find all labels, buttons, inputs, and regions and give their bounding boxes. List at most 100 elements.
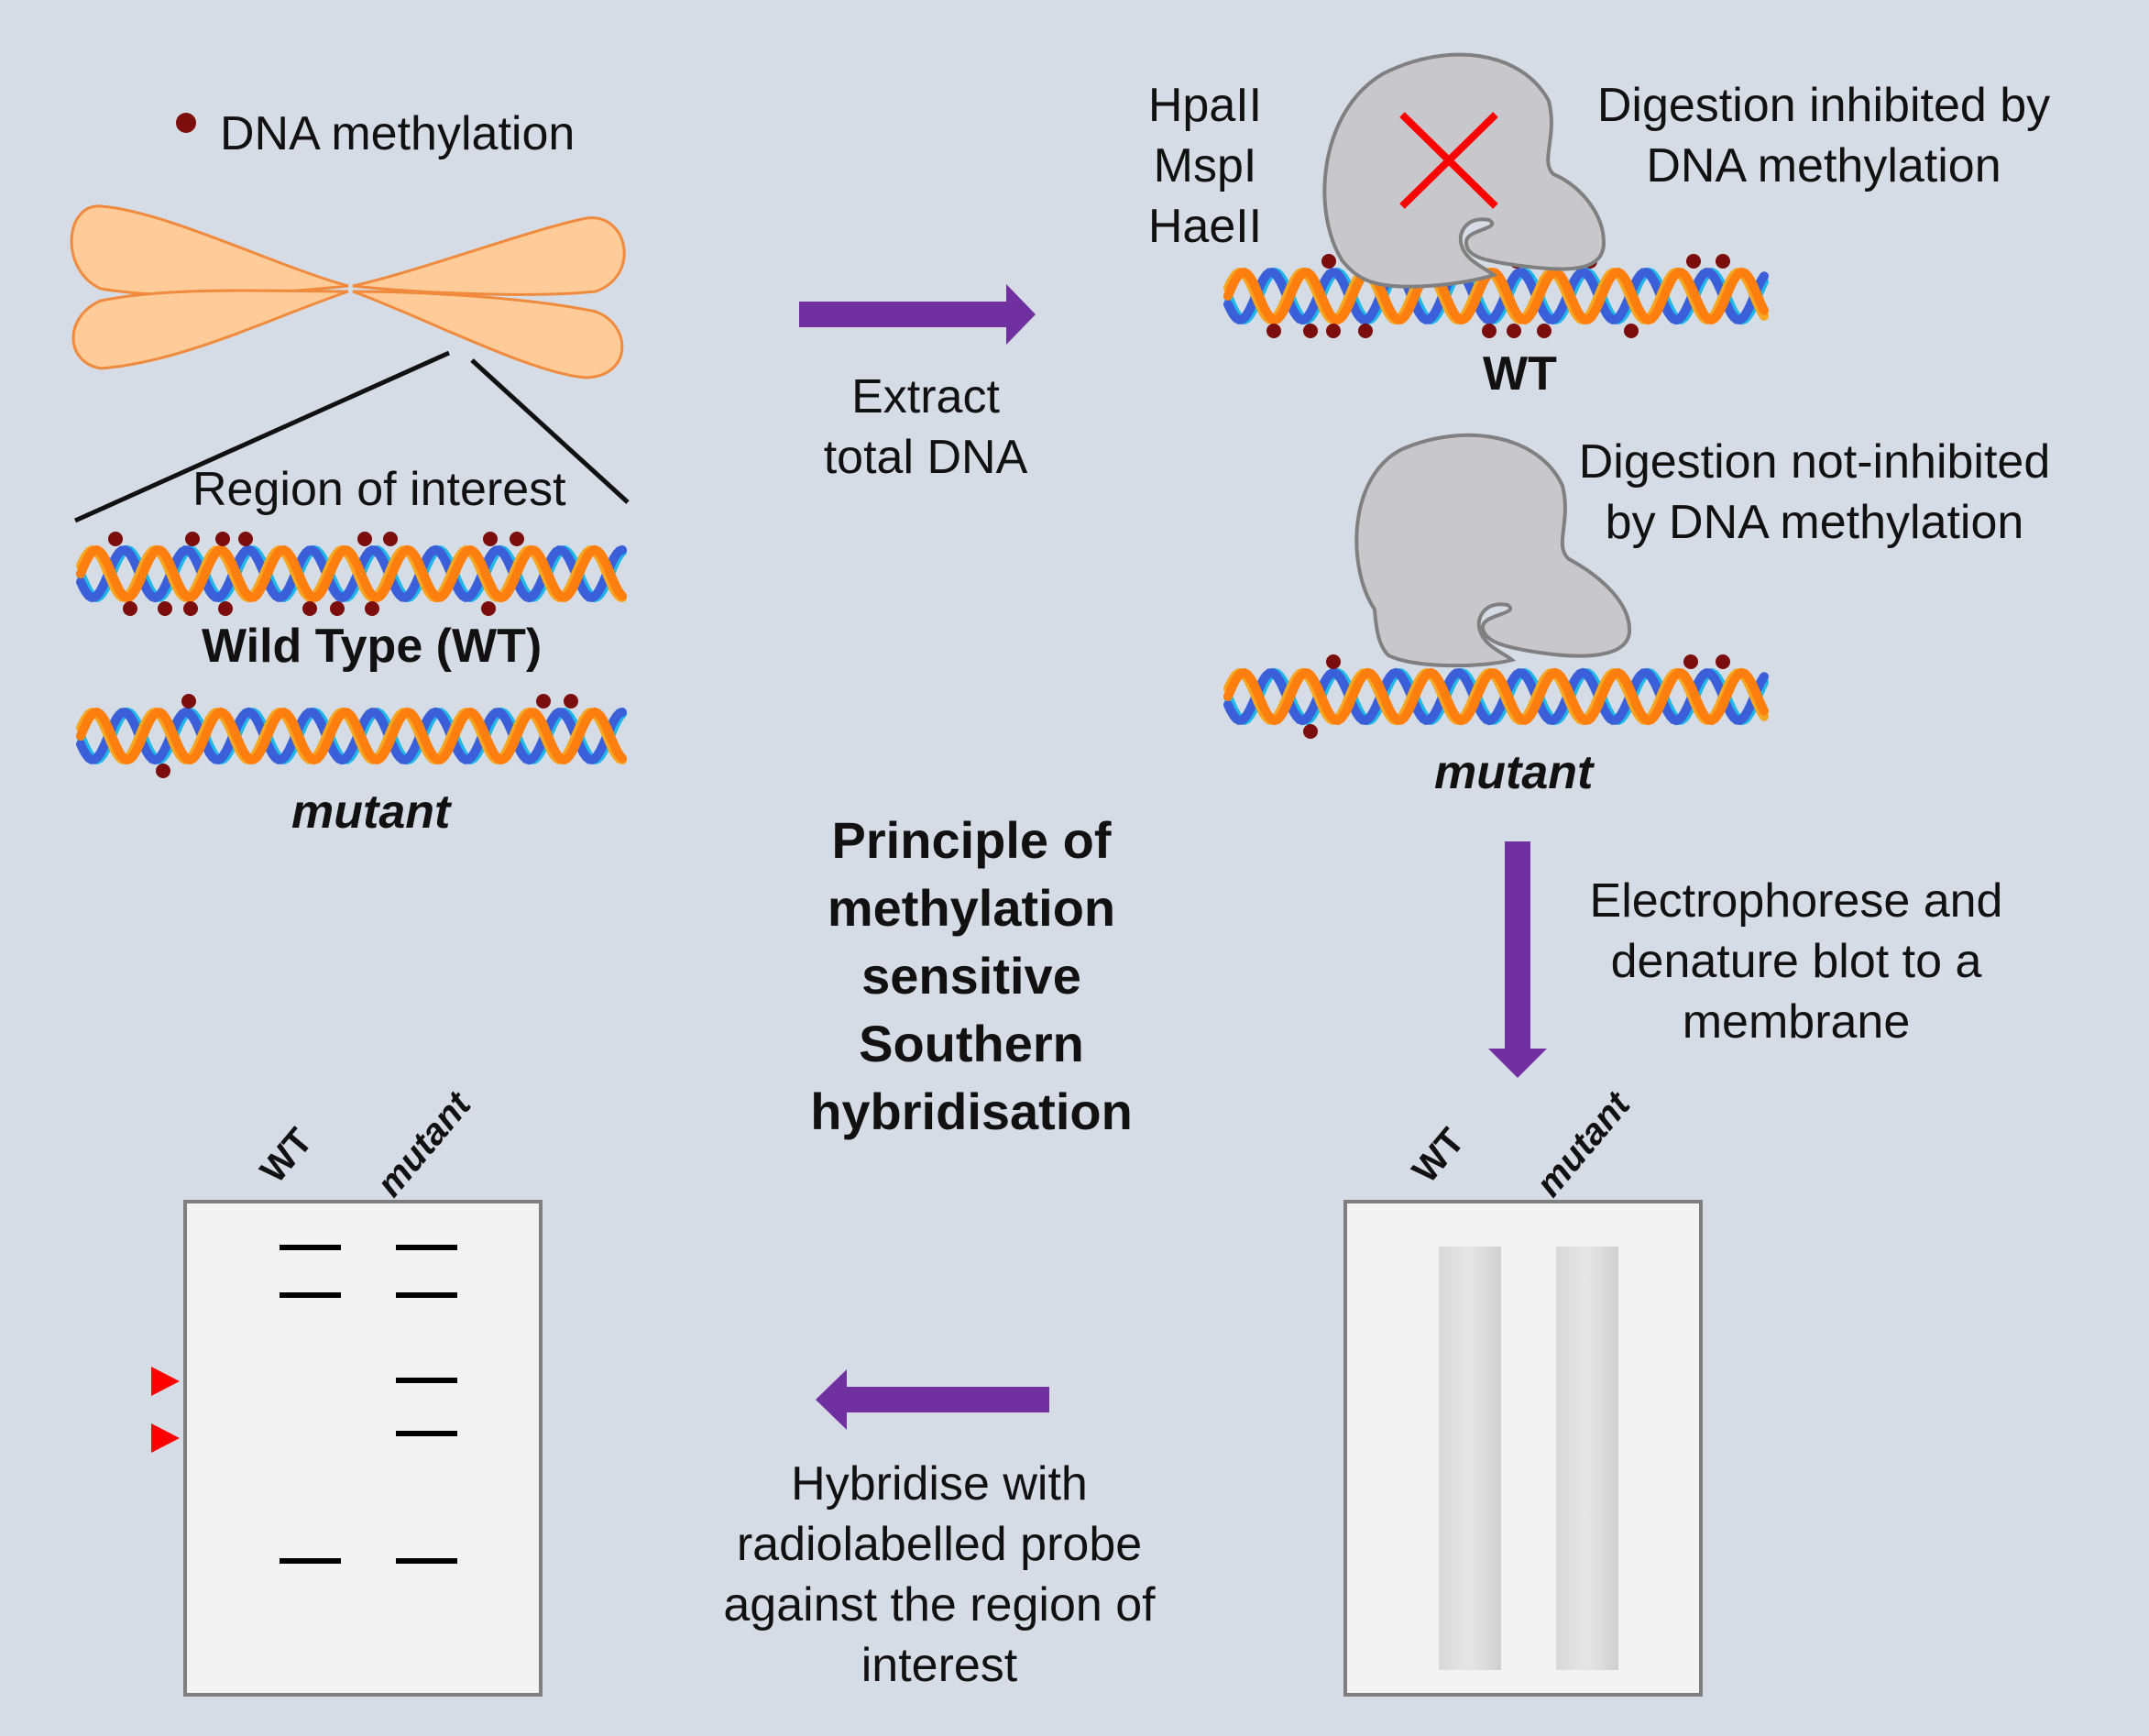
text-line: Electrophorese and (1589, 874, 2003, 928)
methylation-dot (183, 601, 198, 616)
text-line: Digestion not-inhibited (1578, 435, 2051, 489)
chromosome-arm-upper-right (352, 216, 626, 296)
text-line: DNA methylation (1646, 139, 2001, 192)
text-line: interest (861, 1639, 1018, 1692)
chromosome (70, 204, 626, 379)
methylation-dot (1507, 324, 1521, 338)
band-marker-icon (151, 1423, 180, 1453)
text-line: total DNA (823, 431, 1028, 484)
methylation-dot (1358, 324, 1373, 338)
methylation-dot (158, 601, 172, 616)
methylation-dot (357, 532, 372, 546)
mutant-label: mutant (291, 786, 451, 839)
dna-helix-digest-mutant (1223, 654, 1769, 739)
text-line: Digestion inhibited by (1596, 79, 2051, 132)
methylation-dot (218, 601, 233, 616)
text-line: Hybridise with (791, 1457, 1088, 1511)
methylation-dot (215, 532, 230, 546)
methylation-dot (536, 694, 551, 709)
enzyme-names: HpaII MspI HaeII (1127, 75, 1283, 257)
hybridise-text: Hybridise with radiolabelled probe again… (696, 1454, 1182, 1696)
methylation-dot (510, 532, 524, 546)
legend-label: DNA methylation (220, 107, 576, 160)
enzyme-name: MspI (1153, 139, 1257, 192)
title: Principle of methylation sensitive South… (770, 807, 1173, 1146)
wild-type-label: Wild Type (WT) (202, 620, 543, 673)
arrow-down (1488, 841, 1547, 1078)
methylation-dot (185, 532, 200, 546)
restriction-enzyme-active (1354, 433, 1632, 668)
inhibited-text: Digestion inhibited by DNA methylation (1558, 75, 2089, 196)
arrow-right (799, 284, 1036, 345)
methylation-dot (1624, 324, 1639, 338)
dna-helix-mutant (76, 694, 627, 778)
arrow-left (816, 1369, 1049, 1430)
digest-mutant-label: mutant (1434, 746, 1594, 799)
membrane-lane-wt (1439, 1247, 1501, 1670)
mutant-bands (396, 1245, 457, 1564)
methylation-dot (238, 532, 253, 546)
methylation-dot (1683, 654, 1698, 669)
methylation-dot (1326, 654, 1341, 669)
wt-bands (280, 1245, 341, 1564)
methylation-dot (1326, 324, 1341, 338)
methylation-dot (483, 532, 498, 546)
zoom-line-left (73, 350, 451, 523)
text-line: membrane (1682, 995, 1911, 1049)
methylation-dot (108, 532, 123, 546)
methylation-dot (564, 694, 578, 709)
methylation-legend-dot (176, 113, 196, 133)
methylation-dot (1716, 654, 1730, 669)
zoom-line-right (470, 358, 630, 504)
dna-strand (1223, 267, 1769, 325)
methylation-dot (156, 764, 170, 778)
chromosome-arm-lower-left (71, 289, 349, 370)
chromosome-arm-lower-right (352, 290, 624, 379)
title-line: Principle of (831, 811, 1112, 869)
chromosome-arm-upper-left (70, 204, 349, 297)
methylation-dot (365, 601, 379, 616)
methylation-dot (1266, 324, 1281, 338)
methylation-dot (181, 694, 196, 709)
methylation-dot (1716, 254, 1730, 269)
text-line: Extract (851, 370, 1000, 423)
methylation-dot (123, 601, 137, 616)
band-marker-icon (151, 1367, 180, 1396)
methylation-dot (383, 532, 398, 546)
title-line: Southern (859, 1015, 1084, 1072)
dna-helix-wild-type (76, 532, 627, 616)
not-inhibited-text: Digestion not-inhibited by DNA methylati… (1549, 432, 2080, 553)
methylation-dot (1686, 254, 1701, 269)
title-line: sensitive (861, 947, 1081, 1005)
dna-helix-digest-wt (1223, 254, 1769, 338)
methylation-dot (1303, 324, 1318, 338)
electrophorese-text: Electrophorese and denature blot to a me… (1558, 871, 2034, 1052)
text-line: radiolabelled probe (736, 1518, 1143, 1571)
title-line: methylation (827, 879, 1116, 937)
methylation-dot (1321, 254, 1336, 269)
methylation-dot (330, 601, 345, 616)
extract-text: Extract total DNA (788, 367, 1063, 488)
methylation-dot (302, 601, 317, 616)
methylation-dot (481, 601, 496, 616)
digest-wt-label: WT (1483, 347, 1557, 401)
methylation-dot (1537, 324, 1551, 338)
membrane (1343, 1200, 1703, 1697)
methylation-dot (1482, 324, 1497, 338)
enzyme-name: HaeII (1147, 200, 1263, 253)
membrane-lane-mutant (1556, 1247, 1618, 1670)
blot-film (183, 1200, 543, 1697)
methylation-dot (1303, 724, 1318, 739)
title-line: hybridisation (810, 1082, 1133, 1140)
enzyme-name: HpaII (1147, 79, 1263, 132)
text-line: denature blot to a (1610, 935, 1982, 988)
cross-icon (1399, 112, 1498, 209)
dna-strand (76, 544, 627, 603)
text-line: by DNA methylation (1605, 496, 2024, 549)
dna-strand (1223, 667, 1769, 726)
dna-strand (76, 707, 627, 765)
text-line: against the region of (723, 1578, 1156, 1632)
region-label: Region of interest (192, 463, 566, 516)
